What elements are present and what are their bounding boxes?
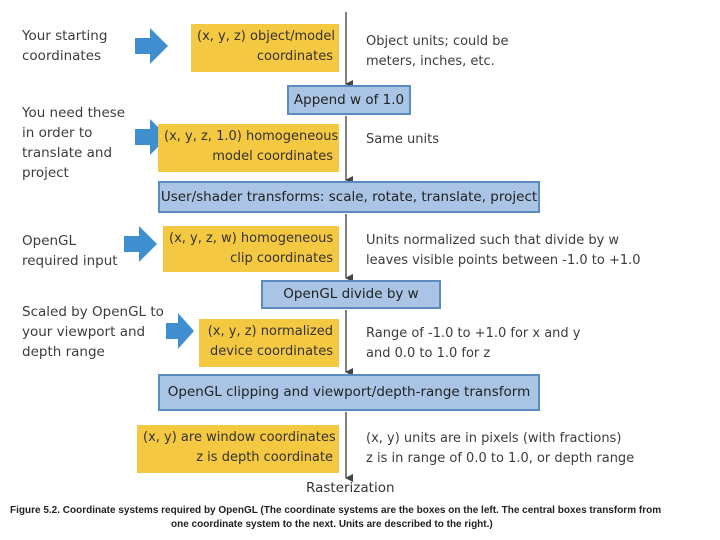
- figure-caption-line-2: one coordinate system to the next. Units…: [171, 519, 493, 530]
- box-object-coordinates: (x, y, z) object/model coordinates: [191, 24, 339, 72]
- box-line: (x, y) are window coordinates: [143, 430, 336, 445]
- right-arrow-icon-3: [124, 226, 157, 262]
- blue-arrow-icons: [124, 28, 194, 349]
- transform-divide-w: OpenGL divide by w: [261, 280, 441, 309]
- note-line: your viewport and: [22, 324, 146, 340]
- right-arrow-icon-2: [135, 119, 168, 155]
- note-line: coordinates: [22, 48, 102, 64]
- right-arrow-icon-4: [166, 313, 194, 349]
- box-clip-coordinates: (x, y, z, w) homogeneous clip coordinate…: [163, 226, 339, 272]
- rasterization-label: Rasterization: [306, 480, 395, 496]
- units-line: Object units; could be: [366, 34, 509, 49]
- box-line: (x, y, z) object/model: [197, 29, 335, 44]
- note-line: You need these: [22, 105, 126, 121]
- units-line: and 0.0 to 1.0 for z: [366, 346, 491, 361]
- figure-caption-line-1: Figure 5.2. Coordinate systems required …: [10, 505, 662, 516]
- box-line: (x, y, z) normalized: [207, 324, 333, 339]
- note-opengl-input: OpenGL required input: [22, 231, 118, 271]
- note-line: translate and: [22, 145, 113, 161]
- box-window-coordinates: (x, y) are window coordinates z is depth…: [137, 425, 339, 473]
- transform-label: OpenGL divide by w: [283, 286, 419, 302]
- box-line: device coordinates: [210, 344, 333, 359]
- transform-label: Append w of 1.0: [293, 92, 405, 108]
- units-line: Units normalized such that divide by w: [366, 233, 620, 248]
- note-line: project: [22, 165, 69, 181]
- right-arrow-icon-1: [135, 28, 168, 64]
- units-line: leaves visible points between -1.0 to +1…: [366, 253, 641, 268]
- units-clip: Units normalized such that divide by w l…: [366, 231, 641, 271]
- box-homogeneous-model: (x, y, z, 1.0) homogeneous model coordin…: [158, 124, 339, 172]
- units-object: Object units; could be meters, inches, e…: [366, 32, 509, 72]
- note-line: Your starting: [22, 28, 108, 44]
- units-ndc: Range of -1.0 to +1.0 for x and y and 0.…: [366, 324, 581, 364]
- note-translate-project: You need these in order to translate and…: [22, 103, 125, 183]
- box-normalized-device: (x, y, z) normalized device coordinates: [199, 319, 339, 367]
- note-line: OpenGL: [22, 233, 77, 249]
- units-line: Range of -1.0 to +1.0 for x and y: [366, 326, 581, 341]
- transform-label: User/shader transforms: scale, rotate, t…: [160, 189, 538, 205]
- units-window: (x, y) units are in pixels (with fractio…: [366, 429, 634, 469]
- units-line: Same units: [366, 132, 439, 147]
- box-line: clip coordinates: [230, 251, 333, 266]
- note-line: depth range: [22, 344, 105, 360]
- box-line: (x, y, z, 1.0) homogeneous: [164, 129, 339, 144]
- note-line: required input: [22, 253, 118, 269]
- note-starting-coordinates: Your starting coordinates: [22, 26, 107, 66]
- units-line: (x, y) units are in pixels (with fractio…: [366, 431, 622, 446]
- note-line: Scaled by OpenGL to: [22, 304, 164, 320]
- box-line: coordinates: [256, 49, 333, 64]
- note-line: in order to: [22, 125, 93, 141]
- transform-label: OpenGL clipping and viewport/depth-range…: [167, 384, 531, 400]
- transform-append-w: Append w of 1.0: [287, 85, 411, 115]
- units-line: meters, inches, etc.: [366, 54, 495, 69]
- transform-clipping-viewport: OpenGL clipping and viewport/depth-range…: [158, 374, 540, 411]
- units-line: z is in range of 0.0 to 1.0, or depth ra…: [366, 451, 635, 466]
- box-line: model coordinates: [212, 149, 333, 164]
- box-line: z is depth coordinate: [196, 450, 333, 465]
- transform-user-shader: User/shader transforms: scale, rotate, t…: [158, 181, 540, 213]
- units-same: Same units: [366, 130, 439, 150]
- note-scaled-viewport: Scaled by OpenGL to your viewport and de…: [22, 302, 164, 362]
- box-line: (x, y, z, w) homogeneous: [169, 231, 334, 246]
